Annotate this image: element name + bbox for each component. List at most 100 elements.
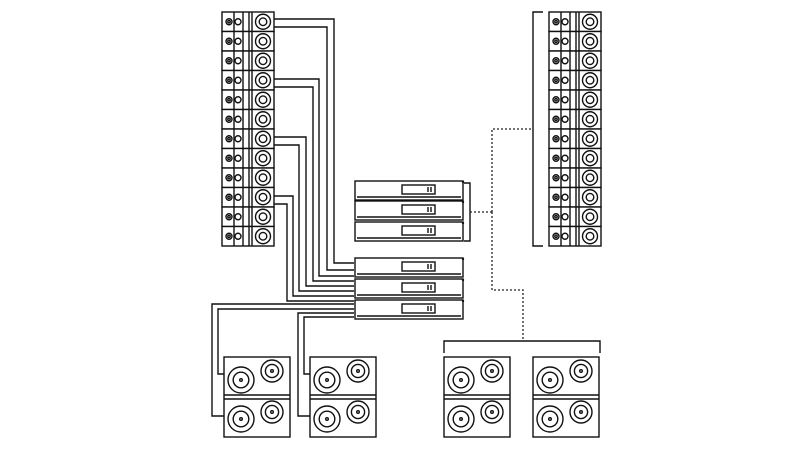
woofer-cone-icon bbox=[258, 231, 268, 241]
amplifier-chassis bbox=[354, 221, 464, 242]
amplifier-display bbox=[401, 282, 436, 293]
line-array-cabinet bbox=[548, 225, 602, 247]
horn-icon bbox=[552, 193, 560, 201]
horn-icon bbox=[561, 135, 569, 143]
horn-icon bbox=[552, 37, 560, 45]
amplifier-upper bbox=[354, 180, 465, 201]
subwoofer-surround-icon bbox=[452, 371, 470, 389]
horn-center-icon bbox=[227, 39, 231, 44]
line-array-cabinet bbox=[221, 108, 275, 130]
horn-icon bbox=[225, 115, 233, 123]
horn-icon bbox=[225, 213, 233, 221]
horn-center-icon bbox=[227, 136, 231, 141]
array-cable bbox=[274, 78, 354, 277]
woofer-cone-icon bbox=[585, 56, 595, 66]
subwoofer-dustcap-icon bbox=[490, 369, 495, 374]
horn-icon bbox=[234, 115, 242, 123]
subwoofer-surround-icon bbox=[318, 410, 336, 428]
woofer-cone-icon bbox=[258, 192, 268, 202]
woofer-icon bbox=[254, 13, 272, 30]
subwoofer-cone-icon bbox=[447, 366, 475, 394]
array-cable bbox=[274, 195, 354, 297]
line-array-cabinet bbox=[548, 30, 602, 52]
cabinet-box bbox=[548, 225, 602, 247]
subwoofer-cone-icon bbox=[480, 400, 504, 424]
woofer-icon bbox=[581, 130, 599, 147]
woofer-icon bbox=[581, 111, 599, 128]
line-array-cabinet bbox=[548, 89, 602, 111]
horn-center-icon bbox=[554, 58, 558, 63]
line-array-cabinet bbox=[548, 128, 602, 150]
amplifier-chassis bbox=[354, 299, 464, 320]
subwoofer-dustcap-icon bbox=[270, 410, 275, 415]
woofer-cone-icon bbox=[258, 56, 268, 66]
horn-center-icon bbox=[554, 97, 558, 102]
subwoofer-dustcap-icon bbox=[548, 417, 553, 422]
horn-icon bbox=[225, 18, 233, 26]
subwoofer-dustcap-icon bbox=[325, 378, 330, 383]
subwoofer-dustcap-icon bbox=[238, 417, 243, 422]
subwoofer-surround-icon bbox=[318, 371, 336, 389]
woofer-icon bbox=[581, 13, 599, 30]
subwoofer-cone-icon bbox=[260, 400, 284, 424]
horn-center-icon bbox=[554, 136, 558, 141]
horn-icon bbox=[552, 213, 560, 221]
woofer-icon bbox=[254, 130, 272, 147]
woofer-cone-icon bbox=[585, 36, 595, 46]
bracketed-subwoofer bbox=[532, 356, 600, 438]
woofer-cone-icon bbox=[585, 95, 595, 105]
horn-icon bbox=[234, 135, 242, 143]
amplifier-display bbox=[401, 303, 436, 314]
subwoofer-cable bbox=[217, 308, 354, 375]
amplifier-lower bbox=[354, 278, 465, 299]
horn-center-icon bbox=[554, 156, 558, 161]
subwoofer-surround-icon bbox=[264, 363, 280, 379]
amplifier-chassis bbox=[354, 200, 464, 221]
horn-center-icon bbox=[554, 234, 558, 239]
amplifier-lower bbox=[354, 299, 465, 320]
woofer-cone-icon bbox=[585, 17, 595, 27]
wired-subwoofer bbox=[309, 356, 377, 438]
subwoofer-surround-icon bbox=[264, 404, 280, 420]
horn-icon bbox=[234, 213, 242, 221]
horn-icon bbox=[234, 37, 242, 45]
line-array-cabinet bbox=[221, 128, 275, 150]
woofer-cone-icon bbox=[258, 114, 268, 124]
horn-icon bbox=[225, 135, 233, 143]
line-array-cabinet bbox=[548, 206, 602, 228]
horn-icon bbox=[552, 57, 560, 65]
horn-center-icon bbox=[554, 117, 558, 122]
horn-center-icon bbox=[227, 117, 231, 122]
dotted-link-to-subs bbox=[491, 212, 524, 341]
horn-icon bbox=[234, 18, 242, 26]
woofer-icon bbox=[254, 91, 272, 108]
horn-icon bbox=[225, 37, 233, 45]
woofer-icon bbox=[254, 33, 272, 50]
horn-icon bbox=[552, 115, 560, 123]
subwoofer-cone-icon bbox=[227, 405, 255, 433]
line-array-cabinet bbox=[221, 206, 275, 228]
horn-icon bbox=[225, 193, 233, 201]
dotted-link-to-array bbox=[491, 128, 533, 212]
subwoofer-cone-icon bbox=[227, 366, 255, 394]
horn-center-icon bbox=[227, 175, 231, 180]
horn-icon bbox=[552, 154, 560, 162]
horn-icon bbox=[552, 96, 560, 104]
line-array-cabinet bbox=[548, 50, 602, 72]
horn-icon bbox=[234, 193, 242, 201]
amplifier-screw bbox=[461, 200, 465, 204]
woofer-icon bbox=[581, 72, 599, 89]
woofer-icon bbox=[581, 228, 599, 245]
horn-icon bbox=[561, 96, 569, 104]
woofer-icon bbox=[254, 72, 272, 89]
subwoofer-surround-icon bbox=[232, 371, 250, 389]
woofer-icon bbox=[254, 189, 272, 206]
woofer-cone-icon bbox=[258, 95, 268, 105]
subwoofer-surround-icon bbox=[573, 404, 589, 420]
horn-icon bbox=[561, 37, 569, 45]
amplifier-chassis bbox=[354, 180, 464, 201]
woofer-cone-icon bbox=[585, 192, 595, 202]
horn-icon bbox=[225, 174, 233, 182]
horn-center-icon bbox=[227, 156, 231, 161]
